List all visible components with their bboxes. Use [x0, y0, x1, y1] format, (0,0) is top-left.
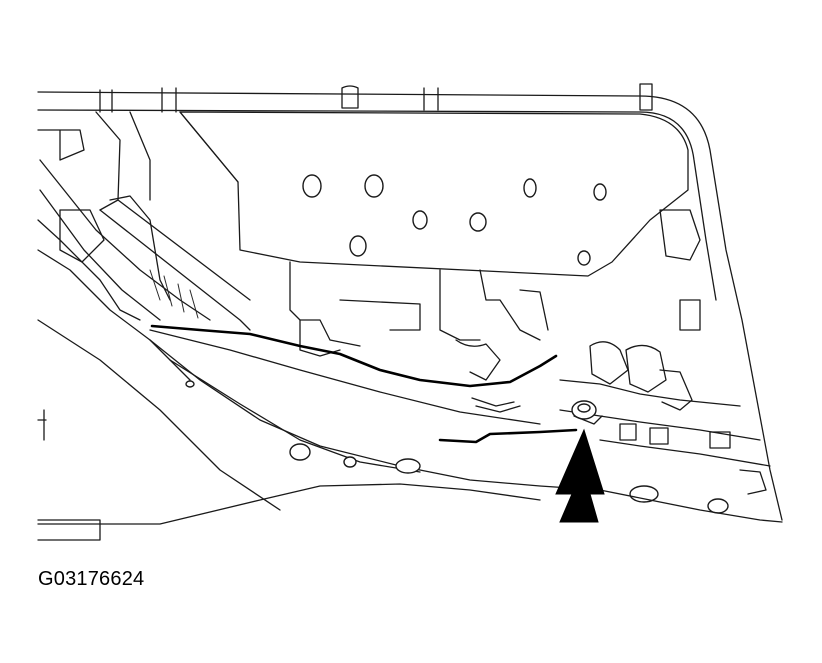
lower-body-panel	[37, 483, 541, 525]
fastener-clip	[571, 400, 603, 425]
plate-hole-3	[412, 210, 428, 230]
top-frame-rail	[37, 83, 783, 521]
plate-hole-1	[302, 174, 322, 198]
mounting-plate	[179, 111, 689, 277]
plate-hole-5	[523, 178, 537, 198]
rail-slot-1	[289, 443, 311, 461]
wire-harness	[150, 324, 578, 444]
center-rail	[149, 261, 601, 491]
rail-slot-3	[185, 380, 195, 388]
plate-hole-4	[469, 212, 487, 232]
right-slot-1	[629, 485, 659, 503]
plate-hole-8	[577, 250, 591, 266]
rail-slot-2	[395, 458, 421, 474]
plate-hole-7	[349, 235, 367, 257]
plate-hole-2	[364, 174, 384, 198]
rail-slot-4	[343, 456, 357, 468]
right-slot-2	[707, 498, 729, 514]
figure-id-label: G03176624	[38, 568, 145, 590]
left-body-structure	[37, 111, 281, 541]
plate-hole-6	[593, 183, 607, 201]
pointer-arrow	[555, 428, 605, 523]
